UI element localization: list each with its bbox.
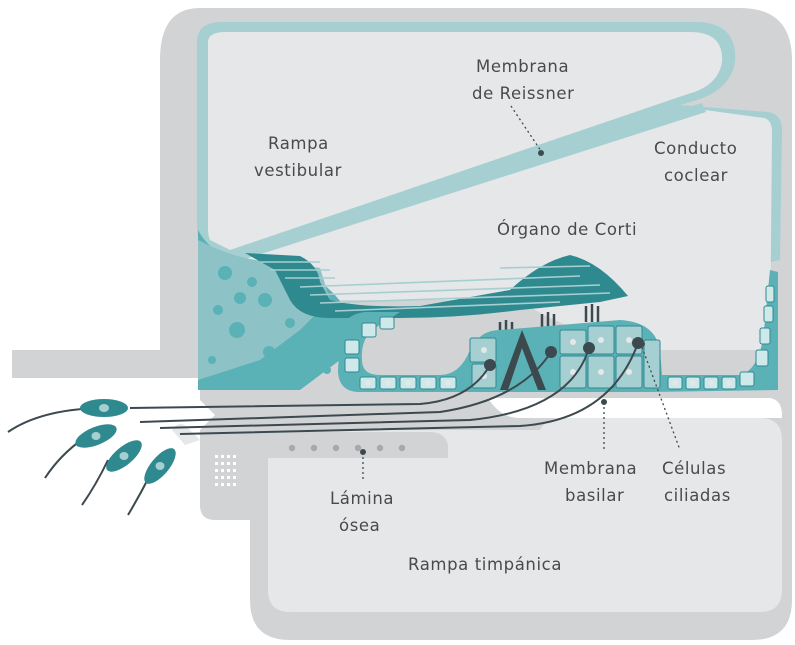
label-celulas-ciliadas-2: ciliadas xyxy=(664,486,731,505)
label-organo-de-corti: Órgano de Corti xyxy=(497,220,637,239)
label-rampa-vestibular-2: vestibular xyxy=(254,161,342,180)
ganglion-neurons xyxy=(72,399,181,489)
label-conducto-coclear-2: coclear xyxy=(664,166,728,185)
label-celulas-ciliadas-1: Células xyxy=(662,459,726,478)
label-membrana-reissner-1: Membrana xyxy=(476,57,569,76)
label-membrana-basilar-2: basilar xyxy=(565,486,624,505)
label-lamina-osea-2: ósea xyxy=(339,516,380,535)
label-rampa-timpanica: Rampa timpánica xyxy=(408,555,562,574)
label-membrana-basilar-1: Membrana xyxy=(544,459,637,478)
label-membrana-reissner-2: de Reissner xyxy=(472,84,575,103)
label-conducto-coclear-1: Conducto xyxy=(654,139,737,158)
label-rampa-vestibular-1: Rampa xyxy=(268,134,329,153)
label-lamina-osea-1: Lámina xyxy=(330,489,394,508)
